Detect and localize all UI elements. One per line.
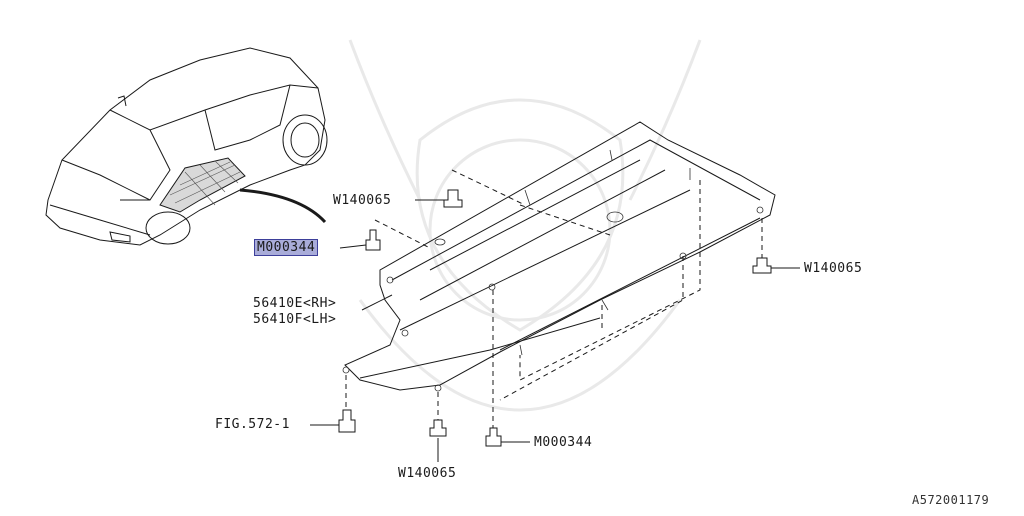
callout-w140065-bottom[interactable]: W140065 xyxy=(398,466,457,481)
watermark-emblem xyxy=(348,39,702,412)
under-cover-panel xyxy=(342,121,776,392)
leader-lines xyxy=(310,199,800,462)
callout-part-rh[interactable]: 56410E<RH> xyxy=(253,296,337,311)
callout-fig-reference[interactable]: FIG.572-1 xyxy=(215,417,290,432)
figure-id: A572001179 xyxy=(912,493,990,507)
callout-w140065-right[interactable]: W140065 xyxy=(804,261,863,276)
callout-w140065-top[interactable]: W140065 xyxy=(333,193,392,208)
callout-part-lh[interactable]: 56410F<LH> xyxy=(253,312,337,327)
car-illustration xyxy=(45,47,328,246)
bolt-fastener xyxy=(338,189,772,447)
callout-m000344-highlighted[interactable]: M000344 xyxy=(253,239,319,256)
pointer-arrow xyxy=(239,188,327,224)
callout-m000344-bottom[interactable]: M000344 xyxy=(534,435,593,450)
dashed-guides xyxy=(345,169,763,430)
